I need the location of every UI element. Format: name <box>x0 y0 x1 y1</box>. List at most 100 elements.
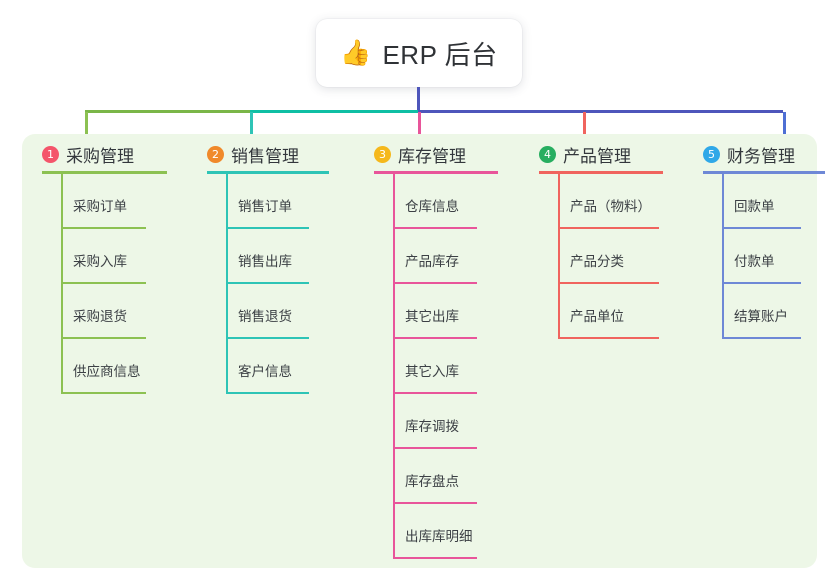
leaf-item-underline <box>722 227 801 229</box>
branch-title-underline <box>539 171 663 174</box>
leaf-item[interactable]: 仓库信息 <box>374 174 477 229</box>
branch-header-3[interactable]: 3 库存管理 <box>374 134 498 174</box>
branch-children-list: 销售订单销售出库销售退货客户信息 <box>207 174 309 394</box>
leaf-item-label: 结算账户 <box>734 309 788 324</box>
branch-spine-connector <box>226 174 228 394</box>
leaf-item-underline <box>393 392 477 394</box>
leaf-item-underline <box>393 282 477 284</box>
branch-title-label: 采购管理 <box>66 146 134 166</box>
leaf-item-label: 采购入库 <box>73 254 127 269</box>
leaf-item[interactable]: 结算账户 <box>703 284 801 339</box>
leaf-item[interactable]: 产品单位 <box>539 284 659 339</box>
branch-header-2[interactable]: 2 销售管理 <box>207 134 329 174</box>
branch-title-underline <box>42 171 167 174</box>
leaf-item[interactable]: 采购入库 <box>42 229 146 284</box>
leaf-item-label: 采购退货 <box>73 309 127 324</box>
thumbs-up-icon: 👍 <box>340 38 372 67</box>
leaf-item-underline <box>558 227 659 229</box>
leaf-item[interactable]: 其它出库 <box>374 284 477 339</box>
leaf-item[interactable]: 产品分类 <box>539 229 659 284</box>
leaf-item-label: 采购订单 <box>73 199 127 214</box>
branch-spine-connector <box>558 174 560 339</box>
segment-green <box>85 110 250 113</box>
leaf-item-label: 供应商信息 <box>73 364 141 379</box>
branch-title-label: 库存管理 <box>398 146 466 166</box>
leaf-item-underline <box>558 282 659 284</box>
leaf-item-label: 其它出库 <box>405 309 459 324</box>
leaf-item[interactable]: 其它入库 <box>374 339 477 394</box>
leaf-item-label: 销售退货 <box>238 309 292 324</box>
branch-title-label: 财务管理 <box>727 146 795 166</box>
leaf-item-underline <box>226 392 309 394</box>
branch-3[interactable]: 3 库存管理仓库信息产品库存其它出库其它入库库存调拨库存盘点出库库明细 <box>374 134 498 559</box>
branch-number-badge: 3 <box>374 145 391 163</box>
leaf-item[interactable]: 客户信息 <box>207 339 309 394</box>
leaf-item-label: 销售订单 <box>238 199 292 214</box>
leaf-item-underline <box>393 447 477 449</box>
leaf-item-underline <box>393 227 477 229</box>
leaf-item-label: 产品分类 <box>570 254 624 269</box>
root-node-label: ERP 后台 <box>382 39 498 70</box>
leaf-item-label: 产品库存 <box>405 254 459 269</box>
drop-5 <box>783 112 786 138</box>
drop-3 <box>418 112 421 138</box>
leaf-item[interactable]: 回款单 <box>703 174 801 229</box>
leaf-item[interactable]: 采购退货 <box>42 284 146 339</box>
segment-blue <box>418 110 783 113</box>
leaf-item-underline <box>61 392 146 394</box>
leaf-item[interactable]: 供应商信息 <box>42 339 146 394</box>
leaf-item-underline <box>226 227 309 229</box>
leaf-item[interactable]: 出库库明细 <box>374 504 477 559</box>
branch-number-badge: 5 <box>703 145 720 163</box>
branch-number-badge: 1 <box>42 145 59 163</box>
leaf-item-label: 其它入库 <box>405 364 459 379</box>
segment-teal <box>250 110 418 113</box>
leaf-item[interactable]: 销售订单 <box>207 174 309 229</box>
leaf-item[interactable]: 库存调拨 <box>374 394 477 449</box>
leaf-item-label: 库存盘点 <box>405 474 459 489</box>
leaf-item[interactable]: 销售出库 <box>207 229 309 284</box>
leaf-item[interactable]: 采购订单 <box>42 174 146 229</box>
branch-title-underline <box>374 171 498 174</box>
branch-spine-connector <box>722 174 724 339</box>
branch-5[interactable]: 5 财务管理回款单付款单结算账户 <box>703 134 825 339</box>
leaf-item[interactable]: 产品库存 <box>374 229 477 284</box>
leaf-item-label: 仓库信息 <box>405 199 459 214</box>
branch-title-label: 产品管理 <box>563 146 631 166</box>
leaf-item-underline <box>558 337 659 339</box>
branches-panel: 1 采购管理采购订单采购入库采购退货供应商信息 2 销售管理销售订单销售出库销售退货客… <box>22 134 825 568</box>
leaf-item-label: 产品单位 <box>570 309 624 324</box>
leaf-item[interactable]: 库存盘点 <box>374 449 477 504</box>
leaf-item[interactable]: 付款单 <box>703 229 801 284</box>
leaf-item-underline <box>226 337 309 339</box>
branch-header-5[interactable]: 5 财务管理 <box>703 134 825 174</box>
branch-header-1[interactable]: 1 采购管理 <box>42 134 167 174</box>
branch-1[interactable]: 1 采购管理采购订单采购入库采购退货供应商信息 <box>42 134 167 394</box>
leaf-item-underline <box>61 227 146 229</box>
branch-title-label: 销售管理 <box>231 146 299 166</box>
leaf-item-label: 产品（物料） <box>570 199 651 214</box>
leaf-item-underline <box>61 282 146 284</box>
branch-children-list: 仓库信息产品库存其它出库其它入库库存调拨库存盘点出库库明细 <box>374 174 477 559</box>
leaf-item-underline <box>226 282 309 284</box>
root-stem-connector <box>417 87 420 112</box>
leaf-item-underline <box>393 557 477 559</box>
leaf-item[interactable]: 产品（物料） <box>539 174 659 229</box>
branch-title-underline <box>703 171 825 174</box>
drop-2 <box>250 112 253 138</box>
leaf-item-underline <box>722 282 801 284</box>
leaf-item-underline <box>61 337 146 339</box>
branch-title-underline <box>207 171 329 174</box>
branch-2[interactable]: 2 销售管理销售订单销售出库销售退货客户信息 <box>207 134 329 394</box>
leaf-item-underline <box>393 337 477 339</box>
root-node[interactable]: 👍 ERP 后台 <box>316 19 522 87</box>
branch-number-badge: 2 <box>207 145 224 163</box>
leaf-item[interactable]: 销售退货 <box>207 284 309 339</box>
branch-spine-connector <box>393 174 395 559</box>
leaf-item-underline <box>722 337 801 339</box>
drop-4 <box>583 112 586 138</box>
leaf-item-underline <box>393 502 477 504</box>
